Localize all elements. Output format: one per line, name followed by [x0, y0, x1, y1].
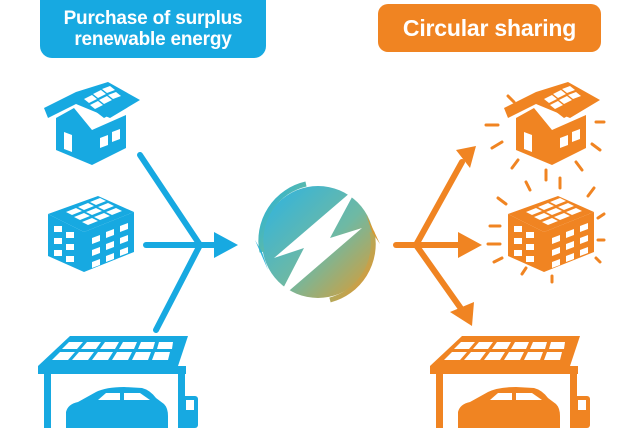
circular-sharing-badge: Circular sharing: [378, 4, 601, 52]
house-with-solar-icon: [44, 82, 140, 165]
left-arrow-head: [214, 232, 238, 258]
right-arrow-middle: [458, 232, 482, 258]
glowing-house-icon: [484, 82, 606, 182]
left-converging-lines: [137, 152, 223, 333]
right-arrow-top: [456, 146, 476, 168]
purchase-label-line2: renewable energy: [74, 29, 232, 50]
purchase-label-badge: Purchase of surplus renewable energy: [40, 0, 266, 58]
circular-sharing-label: Circular sharing: [402, 14, 577, 41]
circular-energy-lightning-icon: [255, 181, 380, 303]
glowing-building-icon: [486, 176, 606, 284]
solar-carport-ev-icon-left: [38, 336, 198, 428]
building-with-solar-icon: [48, 196, 134, 272]
right-diverging-lines: [393, 159, 465, 313]
purchase-label-line1: Purchase of surplus: [63, 8, 243, 29]
right-arrow-bottom: [450, 302, 474, 326]
solar-carport-ev-icon-right: [430, 336, 590, 428]
